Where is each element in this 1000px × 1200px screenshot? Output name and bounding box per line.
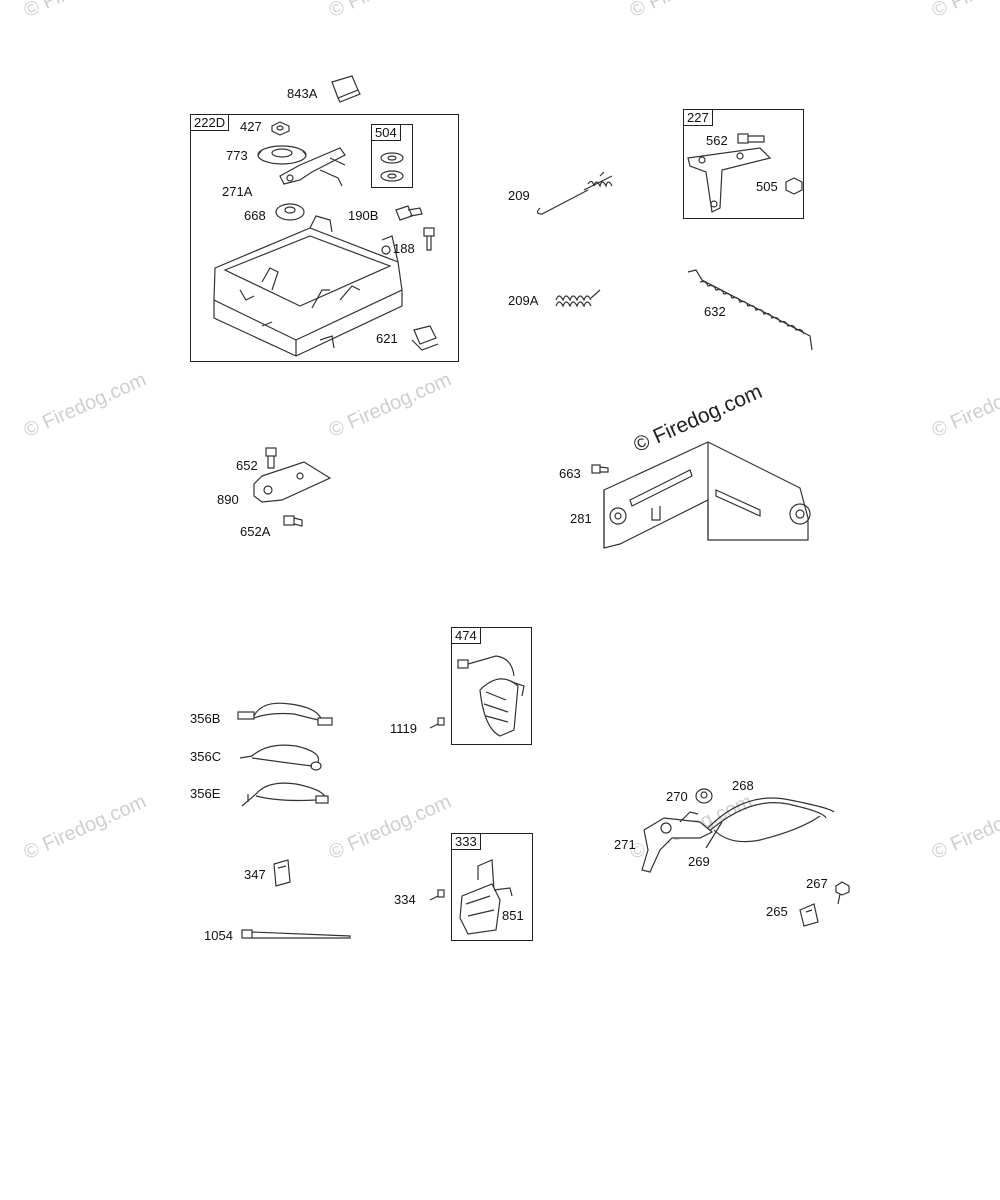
part-188-drawing — [423, 227, 435, 251]
part-label-890: 890 — [217, 492, 239, 507]
part-356E-drawing — [241, 782, 329, 807]
part-label-209A: 209A — [508, 293, 539, 308]
part-843A-drawing — [331, 75, 361, 103]
box-label-504: 504 — [371, 124, 401, 141]
assembly-box-474: 474 — [451, 627, 532, 745]
part-label-652A: 652A — [240, 524, 271, 539]
part-label-1054: 1054 — [204, 928, 233, 943]
part-652A-drawing — [283, 515, 303, 527]
part-271-drawing — [641, 811, 714, 873]
part-label-268: 268 — [732, 778, 754, 793]
part-1054-drawing — [241, 929, 351, 939]
part-505-drawing — [785, 177, 803, 195]
part-190B-drawing — [395, 205, 423, 221]
part-271A-drawing — [279, 147, 346, 187]
part-668-drawing — [275, 203, 305, 221]
part-label-356C: 356C — [190, 749, 222, 764]
part-label-505: 505 — [756, 179, 778, 194]
box-label-474: 474 — [451, 627, 481, 644]
part-281-drawing — [603, 441, 811, 549]
part-504-drawing — [380, 152, 404, 182]
part-label-1119: 1119 — [390, 721, 417, 736]
assembly-box-333: 333 — [451, 833, 533, 941]
part-209-drawing — [536, 171, 613, 215]
part-label-267: 267 — [806, 876, 828, 891]
part-1119-drawing — [429, 717, 445, 729]
part-label-663: 663 — [559, 466, 581, 481]
part-427-drawing — [271, 121, 290, 136]
part-label-271A: 271A — [222, 184, 253, 199]
part-356B-drawing — [237, 702, 333, 726]
part-268-drawing — [705, 797, 835, 843]
part-621-drawing — [411, 325, 439, 351]
part-base-plate-drawing — [213, 215, 403, 357]
part-label-621: 621 — [376, 331, 398, 346]
part-label-334: 334 — [394, 892, 416, 907]
part-label-356E: 356E — [190, 786, 221, 801]
part-label-188: 188 — [393, 241, 415, 256]
part-label-652: 652 — [236, 458, 258, 473]
part-209A-drawing — [555, 289, 601, 308]
part-label-356B: 356B — [190, 711, 221, 726]
part-333-drawing — [459, 859, 513, 935]
part-270-drawing — [695, 788, 713, 804]
part-269-drawing — [705, 821, 723, 849]
part-label-269: 269 — [688, 854, 710, 869]
part-334-drawing — [429, 889, 445, 901]
part-773-drawing — [257, 145, 307, 165]
part-663-drawing — [591, 464, 609, 474]
part-652-drawing — [265, 447, 277, 469]
box-label-222D: 222D — [190, 114, 230, 131]
part-label-347: 347 — [244, 867, 266, 882]
part-label-270: 270 — [666, 789, 688, 804]
part-label-190B: 190B — [348, 208, 379, 223]
assembly-box-504: 504 — [371, 124, 413, 188]
part-347-drawing — [273, 859, 291, 887]
part-label-632: 632 — [704, 304, 726, 319]
part-label-843A: 843A — [287, 86, 318, 101]
part-227-drawing — [687, 147, 772, 213]
part-267-drawing — [835, 881, 850, 905]
part-265-drawing — [799, 903, 819, 927]
part-label-851: 851 — [502, 908, 524, 923]
part-label-281: 281 — [570, 511, 592, 526]
part-562-drawing — [737, 133, 765, 144]
part-label-209: 209 — [508, 188, 530, 203]
part-label-668: 668 — [244, 208, 266, 223]
assembly-box-222D: 222D — [190, 114, 459, 362]
assembly-box-227: 227 — [683, 109, 804, 219]
part-label-773: 773 — [226, 148, 248, 163]
part-label-265: 265 — [766, 904, 788, 919]
part-label-427: 427 — [240, 119, 262, 134]
part-890-drawing — [253, 461, 332, 503]
box-label-333: 333 — [451, 833, 481, 850]
part-label-271: 271 — [614, 837, 636, 852]
part-632-drawing — [687, 269, 813, 351]
part-356C-drawing — [239, 744, 322, 771]
part-label-562: 562 — [706, 133, 728, 148]
box-label-227: 227 — [683, 109, 713, 126]
part-474-drawing — [457, 655, 525, 737]
